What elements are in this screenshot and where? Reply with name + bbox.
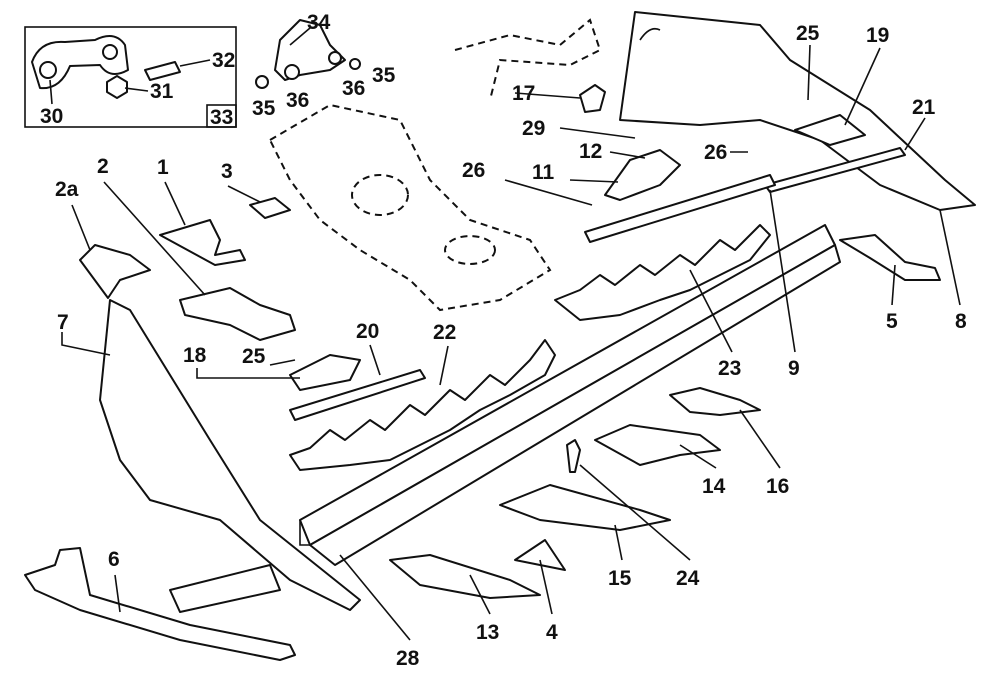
callout-12: 12 <box>579 140 602 163</box>
shield-cover <box>619 11 976 211</box>
callout-7: 7 <box>57 311 69 334</box>
callout-21: 21 <box>912 96 936 119</box>
callout-35b: 35 <box>252 97 276 120</box>
callout-3: 3 <box>221 160 233 183</box>
inset-box <box>24 26 237 128</box>
callout-32: 32 <box>212 49 235 72</box>
callout-16: 16 <box>766 475 789 498</box>
callout-26: 26 <box>462 159 485 182</box>
part-17-bolt <box>579 84 606 113</box>
callout-2a: 2a <box>55 178 79 201</box>
part-22-knife <box>289 339 556 471</box>
callout-29: 29 <box>522 117 545 140</box>
part-2a <box>79 244 151 299</box>
frame-plate <box>169 564 281 613</box>
part-14-guard <box>594 424 721 466</box>
part-7-frame <box>99 299 361 611</box>
callout-15: 15 <box>608 567 632 590</box>
part-20-back <box>289 369 426 421</box>
callout-22: 22 <box>433 321 456 344</box>
dashed-gearbox-outline <box>268 18 602 312</box>
part-1 <box>159 219 246 266</box>
part-24-bolt <box>566 439 581 473</box>
callout-18: 18 <box>183 344 207 367</box>
callout-2: 2 <box>97 155 109 178</box>
callout-11: 11 <box>532 161 555 184</box>
callout-20: 20 <box>356 320 379 343</box>
part-11 <box>604 149 681 201</box>
callout-25: 25 <box>796 22 820 45</box>
callout-36b: 36 <box>342 77 365 100</box>
callout-25b: 25 <box>242 345 266 368</box>
callout-35: 35 <box>372 64 396 87</box>
callout-4: 4 <box>546 621 558 644</box>
linkage-arm <box>255 19 361 89</box>
callout-17: 17 <box>512 82 535 105</box>
part-6-skid <box>24 547 296 661</box>
part-5 <box>839 234 941 281</box>
part-16-guard <box>669 387 761 416</box>
callout-24: 24 <box>676 567 700 590</box>
part-15-guard <box>499 484 671 531</box>
part-4-section <box>514 539 566 571</box>
callout-26b: 26 <box>704 141 727 164</box>
part-2 <box>179 287 296 341</box>
callout-33: 33 <box>210 106 233 129</box>
callout-30: 30 <box>40 105 63 128</box>
nut-part <box>106 75 128 99</box>
callout-1: 1 <box>157 156 169 179</box>
part-3 <box>249 197 291 219</box>
callout-23: 23 <box>718 357 741 380</box>
callout-28: 28 <box>396 647 420 670</box>
callout-34: 34 <box>307 11 331 34</box>
callout-8: 8 <box>955 310 967 333</box>
part-23-knife <box>554 224 771 321</box>
callout-5: 5 <box>886 310 898 333</box>
callout-13: 13 <box>476 621 499 644</box>
callout-36: 36 <box>286 89 309 112</box>
callout-9: 9 <box>788 357 800 380</box>
callout-14: 14 <box>702 475 726 498</box>
part-9-bar <box>584 174 776 243</box>
leader-lines <box>49 27 961 641</box>
callout-labels: 30 31 32 33 34 35 36 36 35 17 29 12 11 2… <box>40 11 967 670</box>
part-13-guard <box>389 554 541 599</box>
callout-6: 6 <box>108 548 120 571</box>
bolt-part <box>144 61 181 81</box>
part-18 <box>289 354 361 391</box>
cutter-bar <box>299 224 841 566</box>
callout-19: 19 <box>866 24 889 47</box>
callout-31: 31 <box>150 80 174 103</box>
